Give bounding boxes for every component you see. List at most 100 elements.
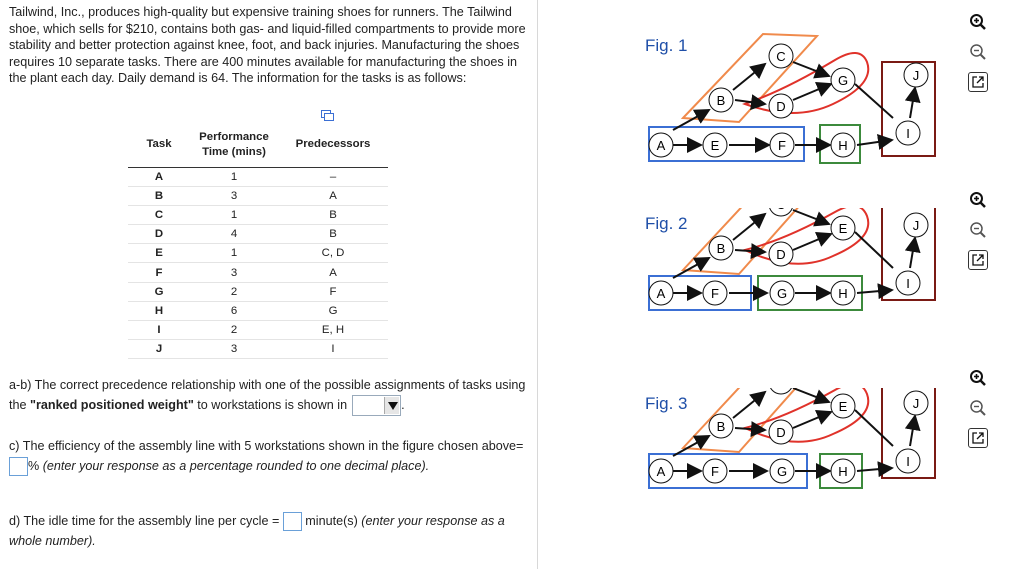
task-cell: B	[154, 189, 164, 202]
efficiency-input[interactable]	[9, 457, 28, 477]
svg-text:F: F	[711, 464, 719, 479]
problem-intro: Tailwind, Inc., produces high-quality bu…	[9, 5, 526, 86]
task-cell: E	[155, 247, 163, 260]
svg-text:A: A	[657, 286, 666, 301]
table-row: I 2 E, H	[128, 321, 388, 340]
predecessor-cell: I	[331, 343, 335, 356]
time-cell: 3	[230, 266, 238, 279]
predecessor-cell: G	[328, 304, 338, 317]
fig3-zoom-controls	[968, 368, 992, 448]
dropdown-arrow-icon[interactable]	[384, 397, 400, 415]
svg-text:J: J	[913, 218, 920, 233]
time-cell: 3	[230, 189, 238, 202]
idle-time-input[interactable]	[282, 512, 302, 532]
svg-text:E: E	[711, 138, 720, 153]
fig2-zoom-controls	[968, 190, 992, 270]
svg-text:G: G	[838, 73, 848, 88]
svg-text:J: J	[913, 68, 920, 83]
time-cell: 2	[230, 324, 238, 337]
svg-text:A: A	[657, 138, 666, 153]
table-row: F 3 A	[128, 263, 388, 283]
zoom-out-icon[interactable]	[968, 398, 988, 418]
svg-text:J: J	[913, 396, 920, 411]
zoom-out-icon[interactable]	[968, 42, 988, 62]
predecessor-cell: C, D	[321, 247, 345, 260]
question-ab: a-b) The correct precedence relationship…	[9, 375, 529, 417]
fig2-label: Fig. 2	[645, 214, 688, 233]
predecessor-cell: –	[329, 170, 337, 183]
svg-text:I: I	[906, 454, 910, 469]
table-row: B 3 A	[128, 186, 388, 206]
predecessor-cell: E, H	[321, 324, 345, 337]
table-row: E 1 C, D	[128, 244, 388, 263]
open-external-icon[interactable]	[968, 250, 988, 270]
predecessor-cell: A	[329, 189, 337, 202]
fig3-diagram: A B C D E F G H I J	[648, 388, 936, 489]
copy-icon[interactable]	[321, 110, 334, 121]
table-row: C 1 B	[128, 205, 388, 225]
open-external-icon[interactable]	[968, 428, 988, 448]
task-cell: J	[155, 343, 163, 356]
fig2-diagram: A B C D E F G H I J	[648, 208, 936, 311]
time-cell: 1	[230, 247, 238, 260]
table-row: J 3 I	[128, 340, 388, 359]
fig1-zoom-controls	[968, 12, 992, 92]
fig3-label: Fig. 3	[645, 394, 688, 413]
table-row: G 2 F	[128, 282, 388, 302]
task-cell: I	[157, 324, 161, 337]
svg-text:D: D	[776, 99, 785, 114]
task-cell: D	[154, 228, 164, 241]
predecessor-cell: A	[329, 266, 337, 279]
svg-text:A: A	[657, 464, 666, 479]
task-cell: F	[155, 266, 163, 279]
table-row: D 4 B	[128, 225, 388, 244]
time-cell: 3	[230, 343, 238, 356]
header-task: Task	[146, 138, 172, 151]
svg-text:G: G	[777, 464, 787, 479]
svg-text:C: C	[776, 49, 785, 64]
svg-text:E: E	[839, 221, 848, 236]
svg-text:D: D	[776, 247, 785, 262]
time-cell: 6	[230, 304, 238, 317]
time-cell: 4	[230, 228, 238, 241]
svg-text:C: C	[776, 388, 785, 390]
table-row: A 1 –	[128, 167, 388, 187]
question-c: c) The efficiency of the assembly line w…	[9, 436, 529, 477]
task-cell: A	[154, 170, 164, 183]
svg-text:B: B	[717, 93, 726, 108]
svg-text:C: C	[776, 208, 785, 212]
svg-text:F: F	[711, 286, 719, 301]
zoom-in-icon[interactable]	[968, 12, 988, 32]
svg-text:I: I	[906, 126, 910, 141]
task-cell: H	[154, 304, 164, 317]
svg-text:H: H	[838, 286, 847, 301]
task-cell: C	[154, 208, 164, 221]
problem-pane: Tailwind, Inc., produces high-quality bu…	[9, 0, 538, 569]
figure-dropdown[interactable]	[352, 395, 402, 417]
zoom-out-icon[interactable]	[968, 220, 988, 240]
zoom-in-icon[interactable]	[968, 190, 988, 210]
predecessor-cell: B	[329, 208, 337, 221]
svg-text:B: B	[717, 241, 726, 256]
svg-text:G: G	[777, 286, 787, 301]
header-predecessors: Predecessors	[295, 138, 371, 151]
predecessor-cell: B	[329, 228, 337, 241]
predecessor-cell: F	[329, 285, 337, 298]
question-d: d) The idle time for the assembly line p…	[9, 512, 505, 549]
svg-text:F: F	[778, 138, 786, 153]
time-cell: 2	[230, 285, 238, 298]
time-cell: 1	[230, 170, 238, 183]
table-row: H 6 G	[128, 301, 388, 321]
svg-text:E: E	[839, 399, 848, 414]
fig1-diagram: A B C D E F G H I J	[648, 32, 936, 164]
svg-text:I: I	[906, 276, 910, 291]
svg-text:H: H	[838, 464, 847, 479]
svg-text:D: D	[776, 425, 785, 440]
fig1-label: Fig. 1	[645, 36, 688, 55]
open-external-icon[interactable]	[968, 72, 988, 92]
time-cell: 1	[230, 208, 238, 221]
task-cell: G	[154, 285, 164, 298]
zoom-in-icon[interactable]	[968, 368, 988, 388]
